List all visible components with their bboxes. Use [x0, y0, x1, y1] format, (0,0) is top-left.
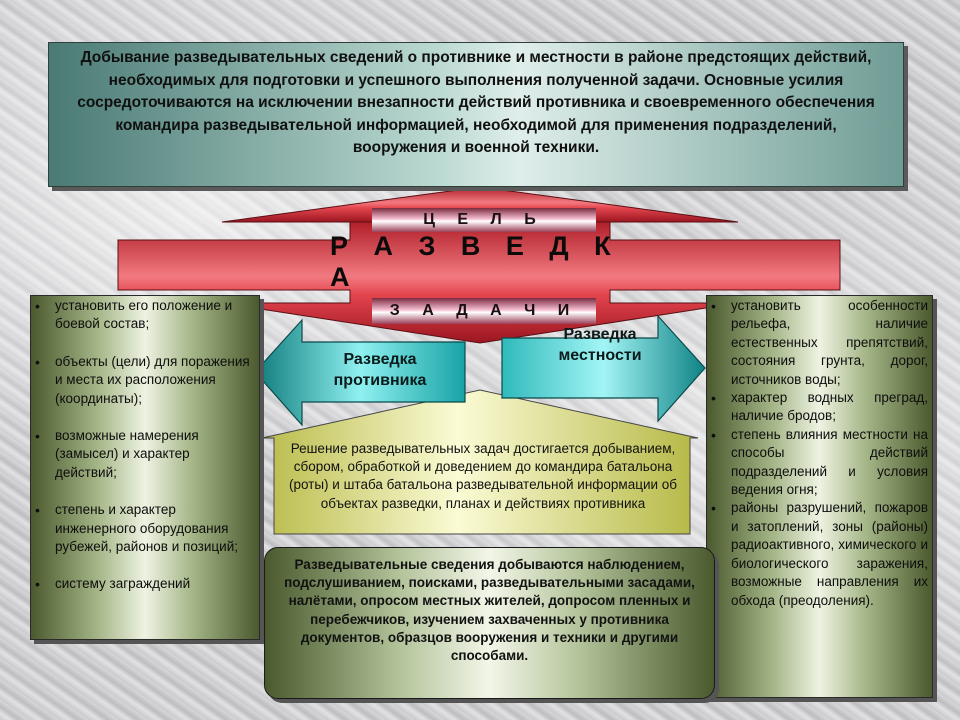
- terrain-recon-label-text: Разведка местности: [558, 326, 642, 364]
- list-item: степень и характер инженерного оборудова…: [31, 501, 253, 556]
- goal-label: Ц Е Л Ь: [372, 208, 596, 232]
- methods-text: Разведывательные сведения добываются наб…: [284, 557, 695, 664]
- list-item: систему заграждений: [31, 575, 253, 594]
- list-item: характер водных преград, наличие бродов;: [707, 389, 928, 426]
- top-description-text: Добывание разведывательных сведений о пр…: [77, 49, 875, 156]
- terrain-recon-label: Разведка местности: [545, 324, 655, 370]
- banner-shape: [117, 221, 841, 344]
- list-item: установить его положение и боевой состав…: [31, 297, 253, 334]
- tasks-label-text: З А Д А Ч И: [389, 302, 579, 319]
- methods-box: Разведывательные сведения добываются наб…: [264, 547, 715, 699]
- main-title: Р А З В Е Д К А: [330, 231, 630, 292]
- solution-description-text: Решение разведывательных задач достигает…: [288, 441, 678, 511]
- list-item: возможные намерения (замысел) и характер…: [31, 427, 253, 482]
- tasks-label: З А Д А Ч И: [372, 298, 596, 324]
- list-item: установить особенности рельефа, наличие …: [707, 297, 928, 389]
- top-description-box: Добывание разведывательных сведений о пр…: [48, 42, 904, 187]
- goal-label-text: Ц Е Л Ь: [423, 211, 545, 228]
- list-item: объекты (цели) для поражения и места их …: [31, 353, 253, 408]
- main-title-text: Р А З В Е Д К А: [330, 231, 620, 292]
- terrain-tasks-list: установить особенности рельефа, наличие …: [706, 295, 933, 698]
- enemy-recon-label-text: Разведка противника: [333, 351, 427, 389]
- list-item: районы разрушений, пожаров и затоплений,…: [707, 499, 928, 609]
- enemy-tasks-list: установить его положение и боевой состав…: [30, 295, 260, 640]
- enemy-recon-label: Разведка противника: [300, 349, 460, 395]
- solution-description: Решение разведывательных задач достигает…: [282, 440, 684, 532]
- right-arrow-shape: [501, 314, 706, 423]
- list-item: степень влияния местности на способы дей…: [707, 426, 928, 500]
- left-arrow-shape: [254, 318, 466, 427]
